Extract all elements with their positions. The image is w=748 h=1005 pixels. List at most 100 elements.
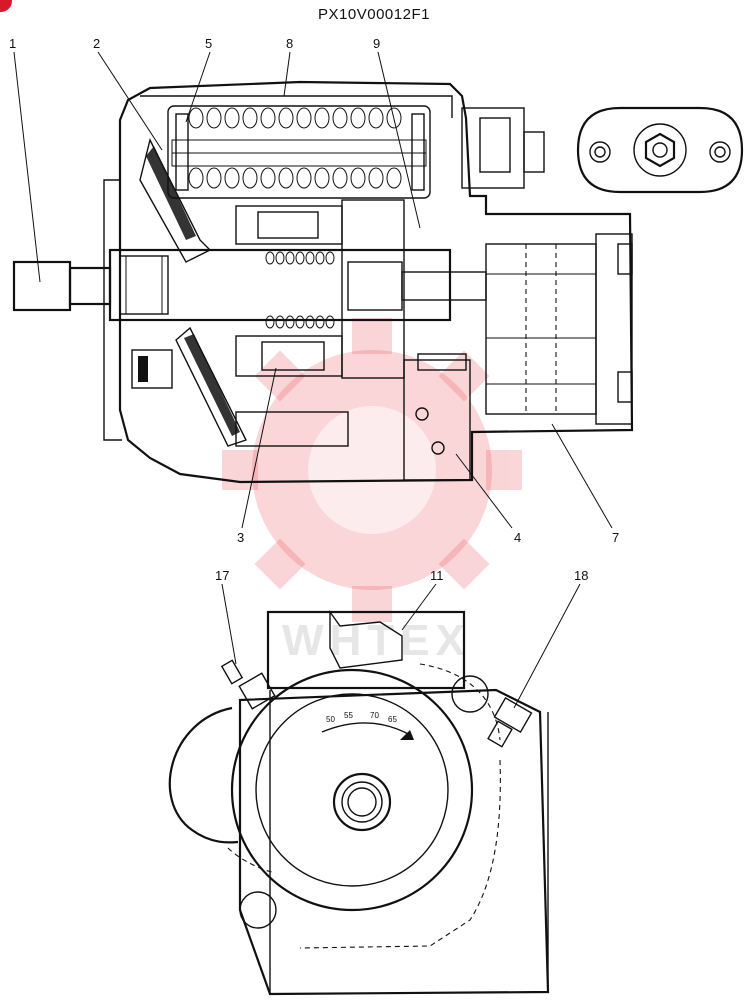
mount-hole-bottom-left: [239, 891, 277, 929]
center-spring-coil: [315, 315, 325, 329]
spring-coil: [386, 167, 402, 189]
center-spring-coil: [275, 251, 285, 265]
spring-coil: [224, 167, 240, 189]
center-spring-coil: [285, 315, 295, 329]
flange-hex-nut: [644, 132, 676, 168]
leader-1: [13, 51, 41, 283]
regulator-inner: [479, 117, 511, 173]
fitting-17: [220, 659, 244, 685]
callout-11: 11: [430, 568, 444, 583]
spring-coil: [368, 107, 384, 129]
spring-coil: [206, 107, 222, 129]
callout-9: 9: [373, 36, 380, 51]
callout-1: 1: [9, 36, 16, 51]
center-spring-coil: [275, 315, 285, 329]
shaft-boss: [332, 772, 392, 832]
dial-mark-2: 55: [344, 711, 353, 720]
leader-2: [97, 51, 163, 151]
leader-9: [377, 51, 421, 229]
dial-marks: 50 55 70 65: [326, 711, 397, 724]
callout-18: 18: [574, 568, 588, 583]
callout-3: 3: [237, 530, 244, 545]
spring-coil: [350, 107, 366, 129]
center-spring-coil: [265, 251, 275, 265]
watermark-text: WHTEX: [282, 616, 471, 665]
mount-hole-top-right: [451, 675, 489, 713]
cylinder-block: [341, 199, 405, 379]
center-spring-coil: [305, 315, 315, 329]
flange-center-boss: [633, 123, 687, 177]
housing-flange-left: [103, 179, 122, 441]
sectional-view: [12, 80, 634, 484]
fitting-18-body: [487, 720, 513, 748]
drain-plug: [131, 349, 173, 389]
callout-5: 5: [205, 36, 212, 51]
center-spring-coil: [265, 315, 275, 329]
dial-mark-4: 65: [388, 715, 397, 724]
leader-4: [455, 453, 513, 529]
shaft-coupling: [347, 261, 403, 311]
leader-18: [513, 583, 581, 709]
spring-coil: [260, 107, 276, 129]
callout-labels: 1 2 5 8 9 3 4 7 17 11 18: [9, 36, 619, 583]
swash-plate-lower: [175, 326, 247, 447]
center-spring-coil: [295, 251, 305, 265]
shoe-plate-lower: [235, 411, 349, 447]
spring-coil: [296, 167, 312, 189]
valve-cap: [417, 353, 467, 371]
rotation-arrow-icon: [400, 730, 414, 740]
spring-coil: [260, 167, 276, 189]
leader-7: [551, 423, 613, 529]
flange-bolt-left: [589, 141, 611, 163]
flange-plate-detail: [576, 106, 744, 194]
gear-pump-body: [485, 243, 597, 415]
callout-2: 2: [93, 36, 100, 51]
shaft-bearing: [119, 255, 169, 315]
callout-8: 8: [286, 36, 293, 51]
center-spring-coil: [305, 251, 315, 265]
housing-front-outline: [238, 688, 550, 996]
valve-port-2: [431, 441, 445, 455]
spring-coil: [206, 167, 222, 189]
shaft-boss-inner: [341, 781, 383, 823]
spring-coil: [278, 167, 294, 189]
spring-coil: [188, 107, 204, 129]
hidden-outline: [227, 663, 501, 949]
dial-mark-3: 70: [370, 711, 379, 720]
spring-coil: [314, 107, 330, 129]
regulator-body: [461, 107, 525, 189]
spring-coil: [242, 107, 258, 129]
drawing-title: PX10V00012F1: [318, 6, 430, 23]
center-spring-coil: [325, 315, 335, 329]
spring-coils: [188, 107, 402, 189]
spring-coil: [368, 167, 384, 189]
flange-bolt-right: [709, 141, 731, 163]
center-spring-coil: [325, 251, 335, 265]
shaft-tail: [401, 271, 487, 301]
callout-7: 7: [612, 530, 619, 545]
swash-plate-upper: [139, 137, 212, 263]
spring-coil: [188, 167, 204, 189]
spring-cylinder: [167, 105, 431, 199]
spring-coil: [278, 107, 294, 129]
leader-17: [221, 583, 237, 665]
spring-coil: [296, 107, 312, 129]
spring-coil: [332, 107, 348, 129]
center-spring-coil: [295, 315, 305, 329]
gear-pump-cover: [595, 233, 633, 425]
callout-17: 17: [215, 568, 229, 583]
valve-block: [403, 359, 471, 481]
regulator-knob: [523, 131, 545, 173]
mount-top-cap: [329, 609, 403, 669]
pump-housing-outline: [118, 80, 634, 484]
spring-seat-right: [411, 113, 425, 191]
front-view: [168, 609, 550, 996]
center-springs: [265, 251, 335, 329]
flange-plate-outline: [576, 106, 744, 194]
leader-lines: [13, 51, 613, 709]
fitting-18: [493, 697, 533, 733]
valve-port-1: [415, 407, 429, 421]
housing-inner-top: [140, 95, 453, 118]
leader-8: [283, 51, 291, 97]
